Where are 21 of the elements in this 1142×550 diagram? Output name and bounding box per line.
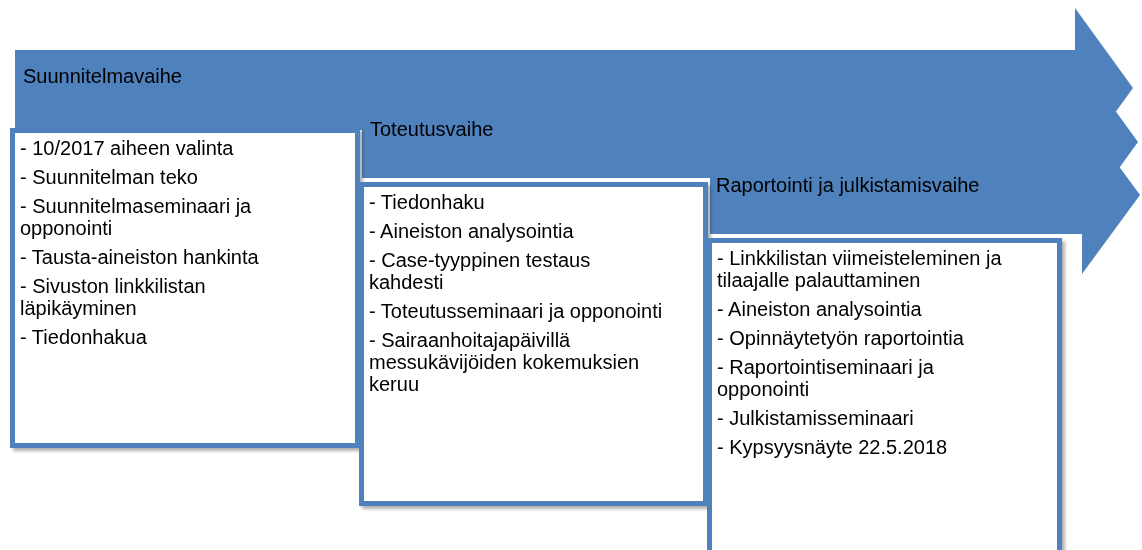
list-item: - Suunnitelmaseminaari ja opponointi	[20, 195, 253, 239]
phase-title: Suunnitelmavaihe	[23, 65, 182, 88]
list-item: - Sivuston linkkilistan läpikäyminen	[20, 275, 207, 319]
list-item: - Raportointiseminaari ja opponointi	[717, 356, 935, 400]
phase-title: Raportointi ja julkistamisvaihe	[716, 174, 980, 197]
phase-title: Toteutusvaihe	[370, 118, 494, 141]
list-item: - Toteutusseminaari ja opponointi	[369, 300, 664, 322]
list-item: - 10/2017 aiheen valinta	[20, 137, 235, 159]
task-list-box	[707, 238, 1062, 550]
list-item: - Tiedonhaku	[369, 191, 486, 213]
list-item: - Case-tyyppinen testaus kahdesti	[369, 249, 592, 293]
list-item: - Suunnitelman teko	[20, 166, 199, 188]
list-item: - Kypsyysnäyte 22.5.2018	[717, 436, 949, 458]
list-item: - Linkkilistan viimeisteleminen ja tilaajalle palauttaminen	[717, 247, 1003, 291]
list-item: - Aineiston analysointia	[369, 220, 575, 242]
list-item: - Opinnäytetyön raportointia	[717, 327, 965, 349]
list-item: - Tiedonhakua	[20, 326, 148, 348]
list-item: - Julkistamisseminaari	[717, 407, 915, 429]
list-item: - Sairaanhoitajapäivillä messukävijöiden kokemuksien keruu	[369, 329, 641, 395]
list-item: - Aineiston analysointia	[717, 298, 923, 320]
list-item: - Tausta-aineiston hankinta	[20, 246, 260, 268]
